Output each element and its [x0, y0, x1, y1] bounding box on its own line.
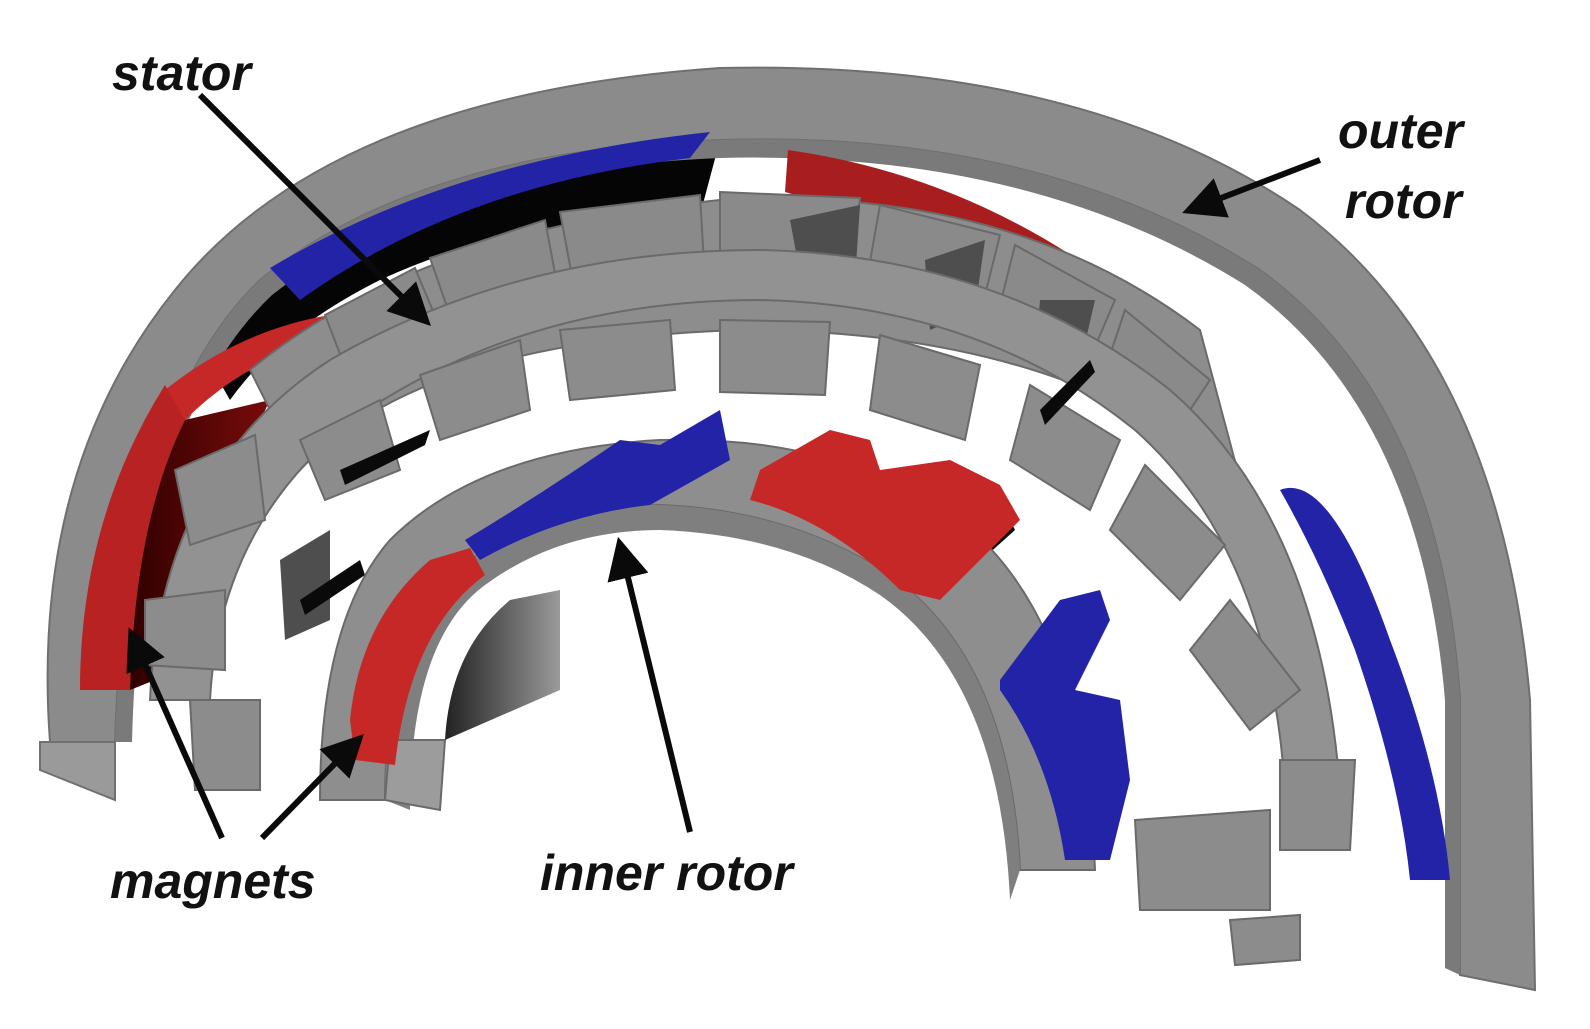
label-magnets: magnets — [110, 853, 316, 909]
magnet-inner-red-right — [750, 430, 1020, 600]
magnet-outer-red-left — [80, 385, 185, 690]
arrow-inner-rotor — [607, 536, 693, 833]
arrow-outer-rotor — [1182, 157, 1322, 218]
label-inner-rotor: inner rotor — [540, 845, 795, 901]
annotation-arrows — [126, 92, 1322, 841]
outer-rotor-cut-end — [39, 741, 116, 802]
magnet-outer-blue-right — [1280, 487, 1450, 880]
magnet-inner-blue-right — [1000, 590, 1130, 860]
arrow-magnets-right — [259, 733, 364, 841]
label-outer-rotor-line1: outer — [1338, 103, 1466, 159]
arrow-magnets-left — [126, 627, 225, 840]
label-outer-rotor-line2: rotor — [1345, 173, 1464, 229]
stator-teeth-front — [144, 318, 1357, 967]
inner-rotor-back-cavity — [445, 590, 560, 740]
magnet-inner-blue-top — [465, 410, 730, 560]
rotor-back-cavity — [190, 140, 720, 400]
label-stator: stator — [112, 45, 253, 101]
magnet-inner-red-left — [350, 548, 485, 765]
magnet-outer-blue-top — [270, 132, 710, 300]
arrow-stator — [197, 92, 431, 326]
